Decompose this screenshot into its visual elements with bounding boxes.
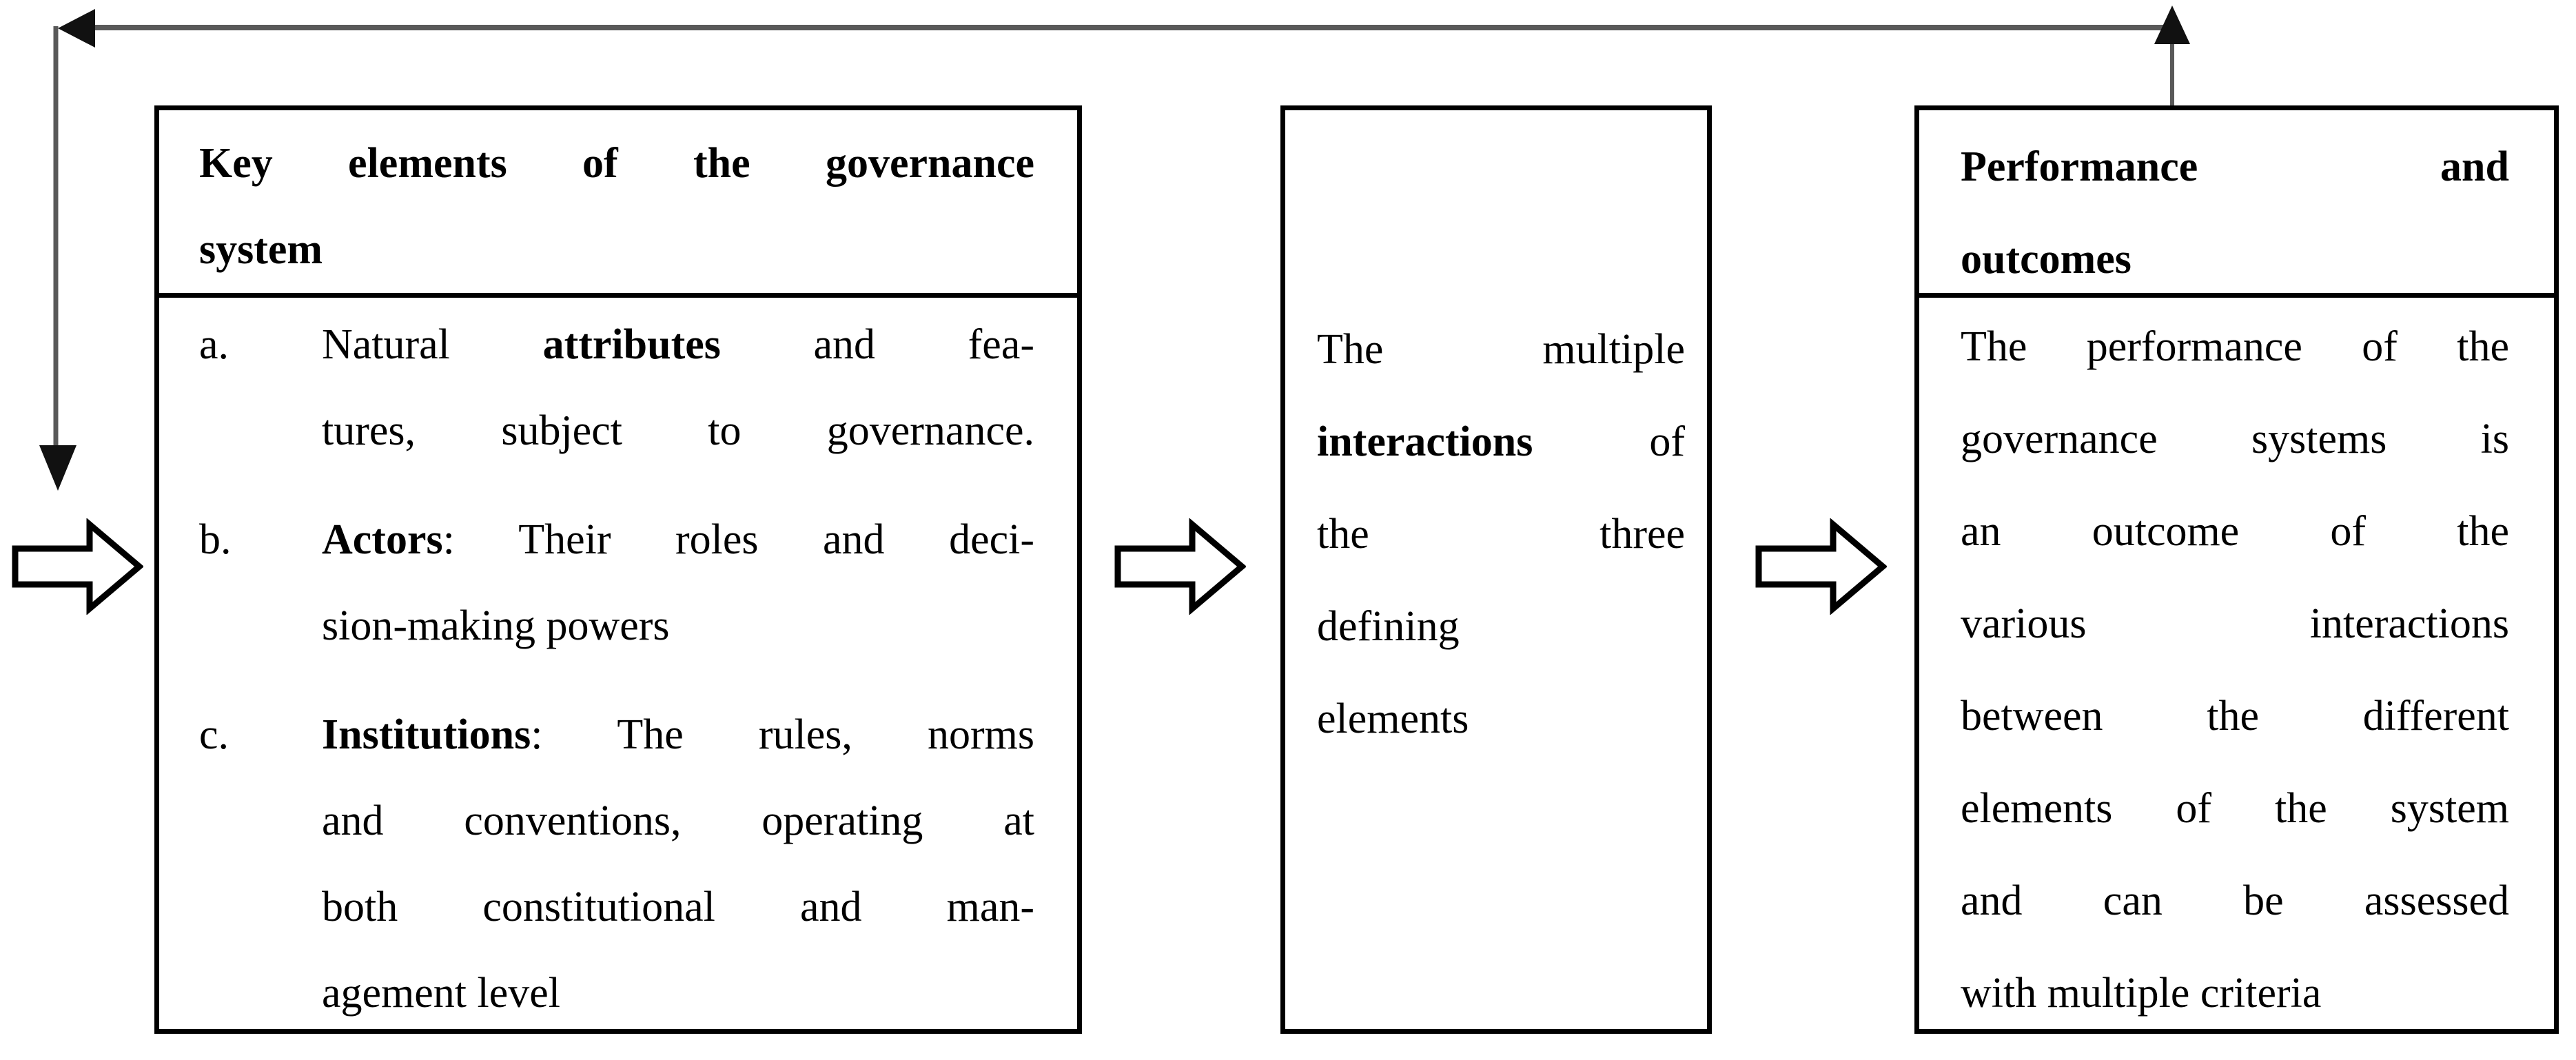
text-line: both constitutional and man- — [322, 884, 1034, 930]
box-key-elements-header: Key elements of the governance system — [159, 110, 1077, 298]
text-line: various interactions — [1961, 600, 2509, 647]
text-line: with multiple criteria — [1961, 970, 2322, 1017]
flow-arrow-input-icon — [11, 518, 143, 615]
box-interactions-body: The multiple interactions of the three defi… — [1285, 110, 1707, 765]
box-performance-header: Performance and outcomes — [1919, 110, 2554, 298]
list-item-text: Natural attributes and fea-tures, subjec… — [322, 302, 1034, 474]
text-line: elements of the system — [1961, 785, 2509, 832]
text-line: Natural attributes and fea- — [322, 321, 1034, 368]
list-item: c. Institutions: The rules, norms and conv… — [199, 692, 1034, 1029]
text-line: The performance of the — [1961, 323, 2509, 370]
list-item-marker: c. — [199, 711, 229, 758]
text-line: system — [199, 226, 323, 273]
text-line: and conventions, operating at — [322, 797, 1034, 844]
text-line: between the different — [1961, 693, 2509, 740]
text-line: outcomes — [1961, 236, 2132, 283]
list-item-marker: b. — [199, 516, 232, 563]
text-line: Institutions: The rules, norms — [322, 711, 1034, 758]
list-item: a. Natural attributes and fea-tures, subj… — [199, 302, 1034, 474]
text-line: governance systems is — [1961, 416, 2509, 462]
up-arrowhead-icon — [2154, 6, 2190, 44]
text-line: the three — [1317, 511, 1685, 558]
list-item-text: Institutions: The rules, norms and conven… — [322, 692, 1034, 1029]
list-item-marker: a. — [199, 321, 229, 368]
text-line: tures, subject to governance. — [322, 407, 1034, 454]
text-line: The multiple — [1317, 326, 1685, 373]
box-performance: Performance and outcomes The performance … — [1914, 105, 2559, 1034]
box-performance-body: The performance of the governance systems… — [1919, 298, 2554, 1029]
flow-arrow-1-icon — [1114, 518, 1246, 615]
text-line: Performance and — [1961, 143, 2509, 190]
box-key-elements: Key elements of the governance system a. N… — [154, 105, 1082, 1034]
text-line: Actors: Their roles and deci- — [322, 516, 1034, 563]
text-line: Key elements of the governance — [199, 140, 1034, 187]
text-line: defining — [1317, 603, 1460, 650]
list-item: b. Actors: Their roles and deci-sion-maki… — [199, 497, 1034, 669]
flow-arrow-2-icon — [1755, 518, 1887, 615]
text-line: sion-making powers — [322, 602, 670, 649]
text-line: an outcome of the — [1961, 508, 2509, 555]
list-item-text: Actors: Their roles and deci-sion-making… — [322, 497, 1034, 669]
text-line: and can be assessed — [1961, 877, 2509, 924]
down-arrowhead-icon — [39, 445, 76, 491]
text-line: elements — [1317, 695, 1469, 742]
text-line: agement level — [322, 970, 560, 1017]
box-key-elements-body: a. Natural attributes and fea-tures, subj… — [159, 298, 1077, 1029]
text-line: interactions of — [1317, 418, 1685, 465]
left-arrowhead-icon — [58, 9, 95, 48]
box-interactions: The multiple interactions of the three defi… — [1280, 105, 1712, 1034]
